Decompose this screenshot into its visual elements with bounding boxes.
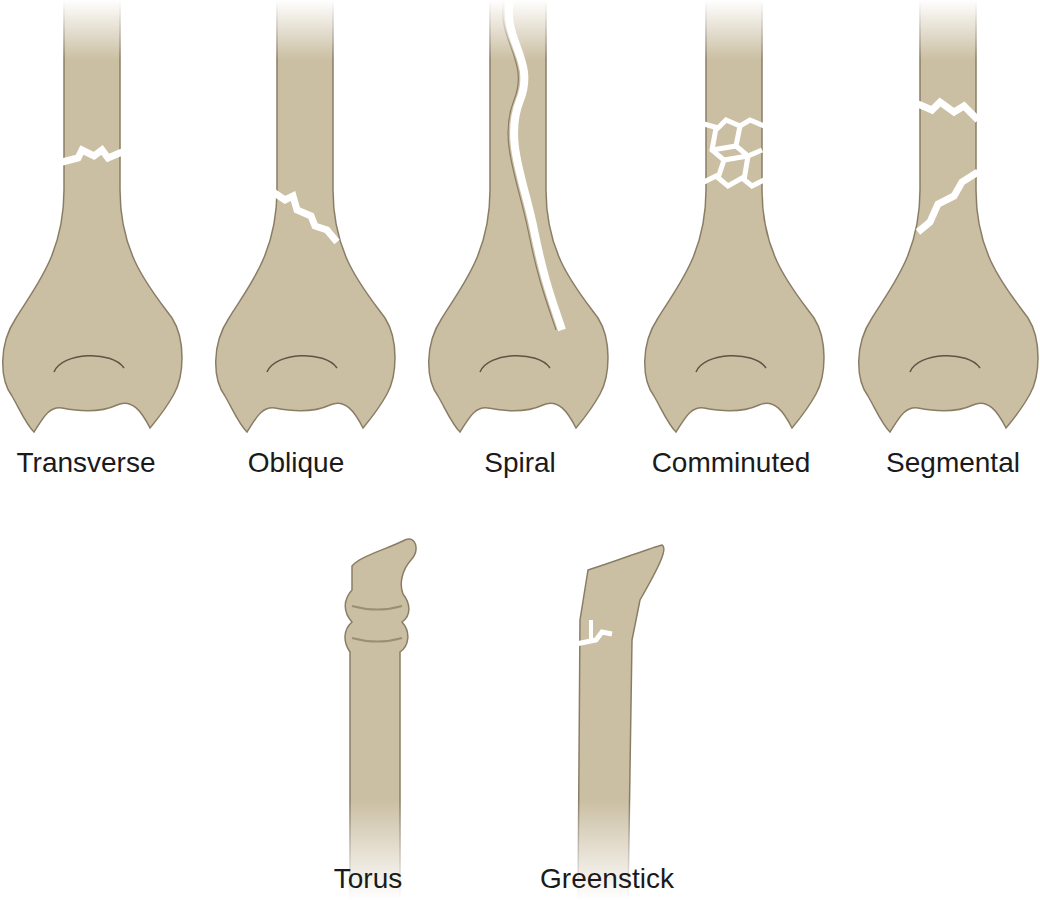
oblique-bone xyxy=(216,0,395,432)
fracture-label: Oblique xyxy=(248,448,345,479)
spiral-bone xyxy=(429,0,608,432)
comminuted-bone xyxy=(645,0,824,432)
fracture-label: Segmental xyxy=(886,448,1020,479)
transverse-bone xyxy=(3,0,182,432)
fracture-label: Greenstick xyxy=(540,864,674,895)
fracture-label: Transverse xyxy=(16,448,155,479)
fracture-label: Spiral xyxy=(484,448,556,479)
fracture-label: Comminuted xyxy=(652,448,811,479)
fracture-label: Torus xyxy=(334,864,402,895)
segmental-bone xyxy=(859,0,1038,432)
